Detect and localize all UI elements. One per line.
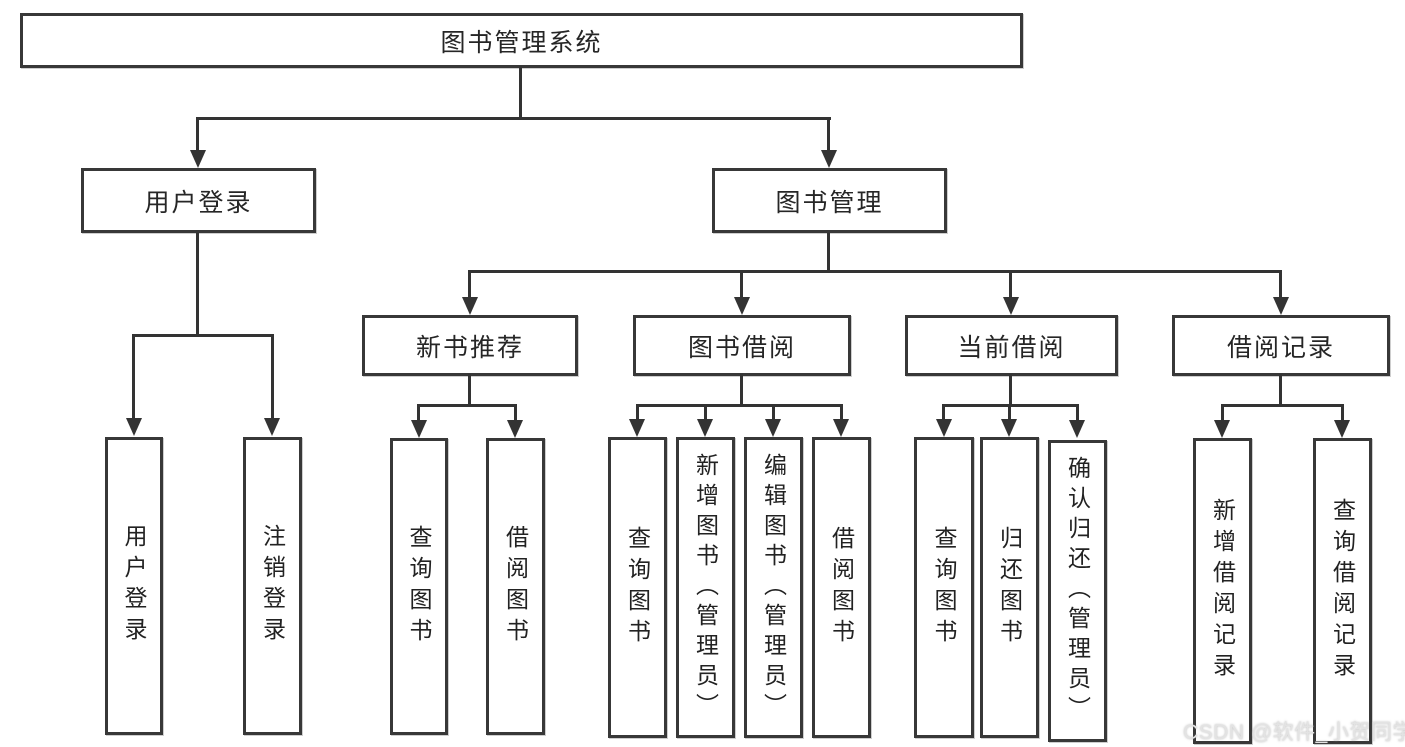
arrow-query-book-1 [411,420,427,438]
connector-drop-borrowing-records [1279,270,1282,298]
leaf-label: 用户登录 [121,524,147,648]
leaf-label: 新增图书（管理员） [692,452,719,723]
leaf-borrow-book-borrowing: 借阅图书 [812,437,871,738]
leaf-label: 查询图书 [406,524,432,649]
connector-current-borrowing-stem [1009,374,1012,406]
node-label: 新书推荐 [415,333,524,362]
connector-drop-current-borrowing [1009,270,1012,298]
leaf-label: 查询图书 [931,525,957,650]
csdn-watermark: CSDN @软件_小贺同学 [1183,721,1405,744]
connector-user-login-stem [196,233,199,337]
arrow-user-login [190,150,206,168]
connector-drop-book-borrowing [740,270,743,298]
node-label: 当前借阅 [957,333,1066,362]
connector-drop-query-book-1 [417,404,420,422]
node-library-management-system: 图书管理系统 [20,13,1023,68]
node-label: 图书管理系统 [440,28,603,57]
leaf-label: 归还图书 [996,525,1023,650]
arrow-new-book-recommend [462,297,478,315]
node-label: 图书管理 [775,188,884,217]
connector-drop-leaf-logout [271,334,274,419]
leaf-label: 编辑图书（管理员） [760,452,787,723]
arrow-add-book [697,419,713,437]
arrow-book-borrowing [734,297,750,315]
leaf-borrow-book-recommend: 借阅图书 [486,438,545,735]
leaf-edit-book-admin: 编辑图书（管理员） [744,437,803,738]
connector-drop-query-borrow-record [1341,404,1344,421]
connector-drop-confirm-return [1076,404,1079,420]
connector-drop-add-borrow-record [1221,404,1224,421]
arrow-query-book-3 [936,419,952,437]
node-book-borrowing: 图书借阅 [633,315,851,376]
connector-book-management-split [468,270,1282,273]
arrow-query-borrow-record [1334,420,1350,438]
connector-root-split [197,117,831,120]
connector-drop-new-book-recommend [468,270,471,298]
node-label: 图书借阅 [687,333,796,362]
arrow-current-borrowing [1003,297,1019,315]
connector-borrowing-records-stem [1279,374,1282,406]
connector-drop-book-management [827,117,830,152]
connector-book-management-stem [827,233,830,273]
leaf-label: 借阅图书 [828,525,855,650]
connector-drop-add-book [704,404,707,420]
node-current-borrowing: 当前借阅 [905,315,1118,376]
leaf-query-book-recommend: 查询图书 [390,438,448,735]
connector-new-book-recommend-stem [468,374,471,406]
leaf-query-book-current: 查询图书 [914,437,974,738]
arrow-borrowing-records [1273,297,1289,315]
arrow-confirm-return [1069,420,1085,438]
arrow-leaf-logout [264,418,280,436]
connector-drop-borrow-book-2 [840,404,843,420]
connector-drop-return-book [1008,404,1011,420]
connector-drop-query-book-2 [636,404,639,420]
node-user-login: 用户登录 [81,168,316,233]
connector-root-stem [519,66,522,119]
leaf-query-book-borrowing: 查询图书 [608,437,667,738]
leaf-logout: 注销登录 [243,437,302,735]
connector-drop-query-book-3 [942,404,945,420]
connector-borrowing-records-split [1221,404,1344,407]
connector-drop-user-login [196,117,199,152]
leaf-label: 查询借阅记录 [1329,498,1356,684]
arrow-add-borrow-record [1214,420,1230,438]
leaf-confirm-return-admin: 确认归还（管理员） [1048,440,1107,742]
node-new-book-recommend: 新书推荐 [362,315,578,376]
arrow-borrow-book-1 [507,420,523,438]
arrow-return-book [1001,419,1017,437]
connector-book-borrowing-stem [740,374,743,406]
arrow-edit-book [765,419,781,437]
node-label: 用户登录 [144,188,253,217]
connector-drop-borrow-book-1 [514,404,517,422]
leaf-add-borrow-record: 新增借阅记录 [1193,438,1252,744]
node-label: 借阅记录 [1226,333,1335,362]
arrow-book-management [821,150,837,168]
arrow-borrow-book-2 [833,419,849,437]
leaf-label: 借阅图书 [502,524,529,649]
leaf-add-book-admin: 新增图书（管理员） [676,437,735,738]
connector-book-borrowing-split [636,404,843,407]
arrow-query-book-2 [629,419,645,437]
leaf-query-borrow-record: 查询借阅记录 [1313,438,1372,744]
leaf-return-book: 归还图书 [980,437,1039,738]
leaf-user-login: 用户登录 [105,437,163,735]
leaf-label: 新增借阅记录 [1209,498,1236,684]
connector-new-book-recommend-split [417,404,517,407]
connector-user-login-split [133,334,274,337]
leaf-label: 确认归还（管理员） [1064,456,1091,726]
connector-drop-edit-book [772,404,775,420]
node-borrowing-records: 借阅记录 [1172,315,1390,376]
node-book-management: 图书管理 [712,168,947,233]
connector-drop-leaf-user-login [132,334,135,419]
arrow-leaf-user-login [126,418,142,436]
leaf-label: 查询图书 [624,525,651,650]
leaf-label: 注销登录 [259,524,286,648]
